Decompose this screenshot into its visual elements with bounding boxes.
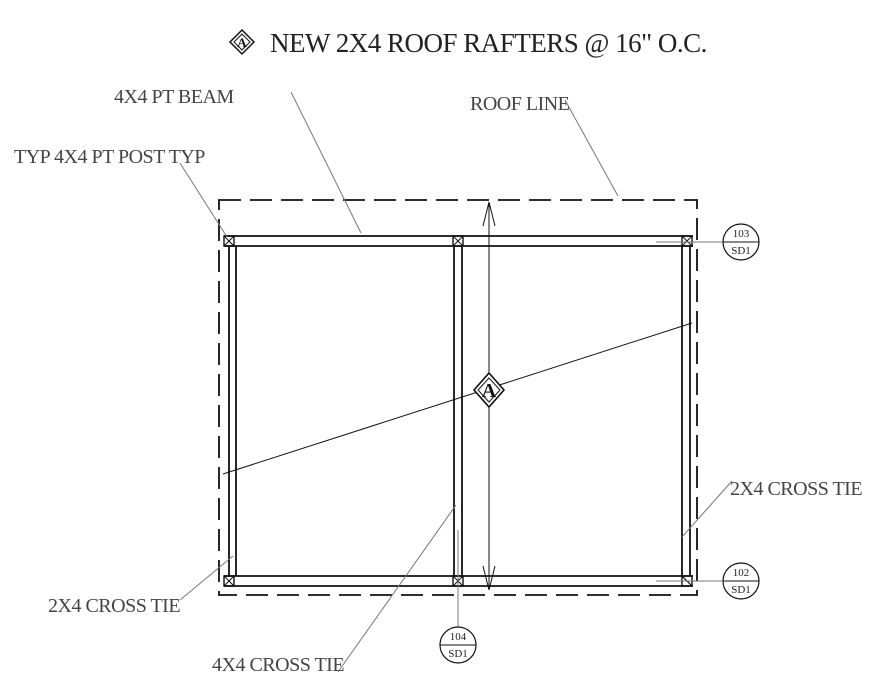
- cross-tie-left-label: 2X4 CROSS TIE: [48, 595, 180, 617]
- detail-bubble-102: 102 SD1: [722, 562, 760, 600]
- detail-bubble-102-sheet: SD1: [731, 584, 751, 596]
- right-cross-tie: [681, 246, 691, 576]
- plan-title: A NEW 2X4 ROOF RAFTERS @ 16" O.C.: [228, 28, 707, 58]
- roof-line-label: ROOF LINE: [470, 93, 570, 115]
- leader-cross-tie-left: [179, 555, 234, 601]
- leader-cross-tie-right: [681, 480, 733, 538]
- post-top-center: [452, 235, 464, 247]
- detail-bubble-103-sheet: SD1: [731, 245, 751, 257]
- roof-line: [218, 199, 698, 596]
- detail-bubble-102-number: 102: [733, 567, 750, 579]
- title-tag-diamond: A: [228, 28, 256, 56]
- detail-bubble-104: 104 SD1: [439, 626, 477, 664]
- center-cross-tie: [453, 246, 463, 576]
- post-top-left: [223, 235, 235, 247]
- leader-roof-line: [564, 99, 619, 197]
- cross-tie-right-label: 2X4 CROSS TIE: [730, 478, 862, 500]
- post-top-right: [681, 235, 693, 247]
- detail-bubble-103: 103 SD1: [722, 223, 760, 261]
- section-tag-letter: A: [482, 380, 497, 402]
- leader-post: [179, 162, 228, 238]
- post-bottom-left: [223, 575, 235, 587]
- cross-tie-center-label: 4X4 CROSS TIE: [212, 654, 344, 676]
- beam-label: 4X4 PT BEAM: [114, 86, 234, 108]
- title-text: NEW 2X4 ROOF RAFTERS @ 16" O.C.: [270, 28, 707, 58]
- detail-bubble-103-number: 103: [733, 228, 750, 240]
- leader-cross-tie-center: [337, 504, 457, 673]
- detail-bubble-104-sheet: SD1: [448, 648, 468, 660]
- post-label: TYP 4X4 PT POST TYP: [14, 146, 205, 168]
- section-cut-line: [222, 322, 693, 475]
- left-cross-tie: [228, 246, 237, 576]
- detail-bubble-104-number: 104: [450, 631, 467, 643]
- section-tag: A: [472, 371, 506, 409]
- title-tag-letter: A: [237, 35, 247, 50]
- leader-beam: [290, 91, 362, 234]
